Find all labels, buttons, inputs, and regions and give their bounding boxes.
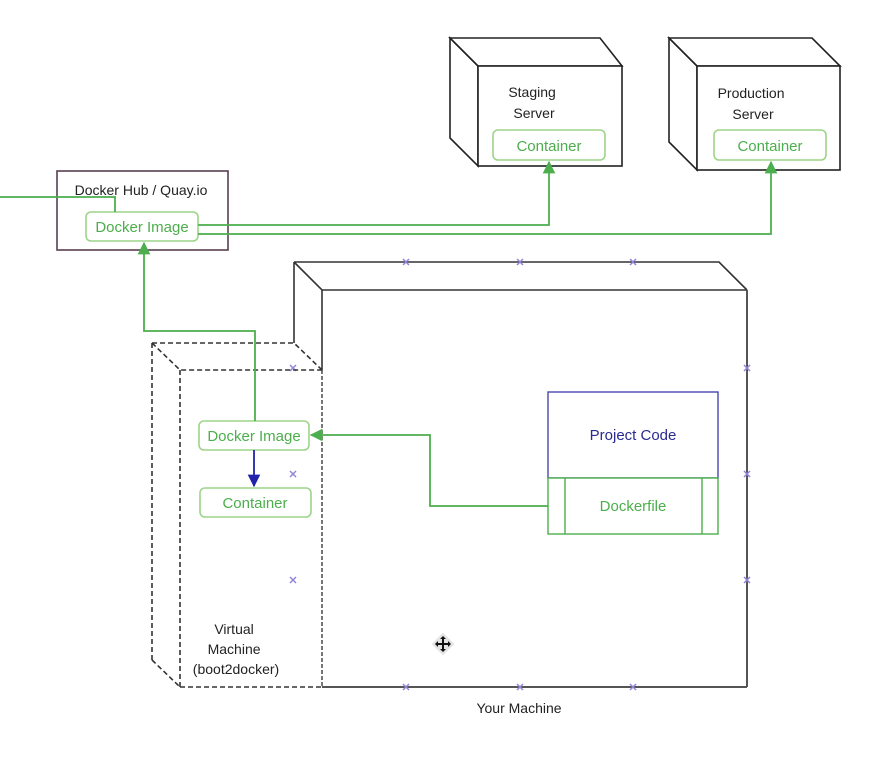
- handle-icon[interactable]: [743, 576, 751, 584]
- handle-icon[interactable]: [516, 258, 524, 266]
- handle-icon[interactable]: [516, 683, 524, 691]
- handle-icon[interactable]: [629, 683, 637, 691]
- selection-handles: [289, 258, 751, 691]
- dockerfile-node[interactable]: Dockerfile: [547, 477, 719, 535]
- production-container-label: Container: [737, 138, 802, 155]
- handle-icon[interactable]: [402, 258, 410, 266]
- staging-server-node[interactable]: Staging Server: [448, 36, 624, 168]
- edge-left-to-hub[interactable]: [0, 196, 116, 212]
- edge-vm-image-to-hub[interactable]: [137, 241, 256, 421]
- production-label-line1: Production: [718, 85, 785, 101]
- staging-label-line1: Staging: [508, 84, 555, 100]
- edge-dockerfile-to-vm-image[interactable]: [309, 428, 548, 507]
- project-code-node[interactable]: Project Code: [547, 391, 719, 479]
- vm-label-line2: Machine: [208, 641, 261, 657]
- production-label-line2: Server: [732, 106, 774, 122]
- handle-icon[interactable]: [743, 470, 751, 478]
- handle-icon[interactable]: [289, 470, 297, 478]
- staging-label-line2: Server: [513, 105, 555, 121]
- hub-docker-image-label: Docker Image: [95, 219, 188, 236]
- vm-label-line3: (boot2docker): [193, 661, 279, 677]
- your-machine-label: Your Machine: [476, 700, 561, 716]
- virtual-machine-node[interactable]: [151, 342, 323, 688]
- staging-container-node[interactable]: Container: [492, 129, 606, 161]
- production-container-node[interactable]: Container: [713, 129, 827, 161]
- vm-label-line1: Virtual: [214, 621, 253, 637]
- vm-label: Virtual Machine (boot2docker): [193, 621, 279, 677]
- edge-hub-to-production[interactable]: [198, 160, 778, 235]
- handle-icon[interactable]: [743, 364, 751, 372]
- edge-hub-to-staging[interactable]: [198, 160, 556, 226]
- staging-label: Staging Server: [508, 84, 559, 121]
- dockerfile-label: Dockerfile: [600, 498, 667, 515]
- your-machine-node[interactable]: [293, 261, 748, 688]
- vm-docker-image-label: Docker Image: [207, 428, 300, 445]
- staging-container-label: Container: [516, 138, 581, 155]
- vm-container-label: Container: [222, 495, 287, 512]
- vm-container-node[interactable]: Container: [199, 487, 312, 518]
- handle-icon[interactable]: [629, 258, 637, 266]
- vm-docker-image-node[interactable]: Docker Image: [198, 420, 310, 451]
- handle-icon[interactable]: [289, 576, 297, 584]
- handle-icon[interactable]: [402, 683, 410, 691]
- hub-docker-image-node[interactable]: Docker Image: [85, 211, 199, 242]
- production-label: Production Server: [718, 85, 789, 122]
- docker-hub-label: Docker Hub / Quay.io: [75, 182, 208, 198]
- project-code-label: Project Code: [590, 427, 677, 444]
